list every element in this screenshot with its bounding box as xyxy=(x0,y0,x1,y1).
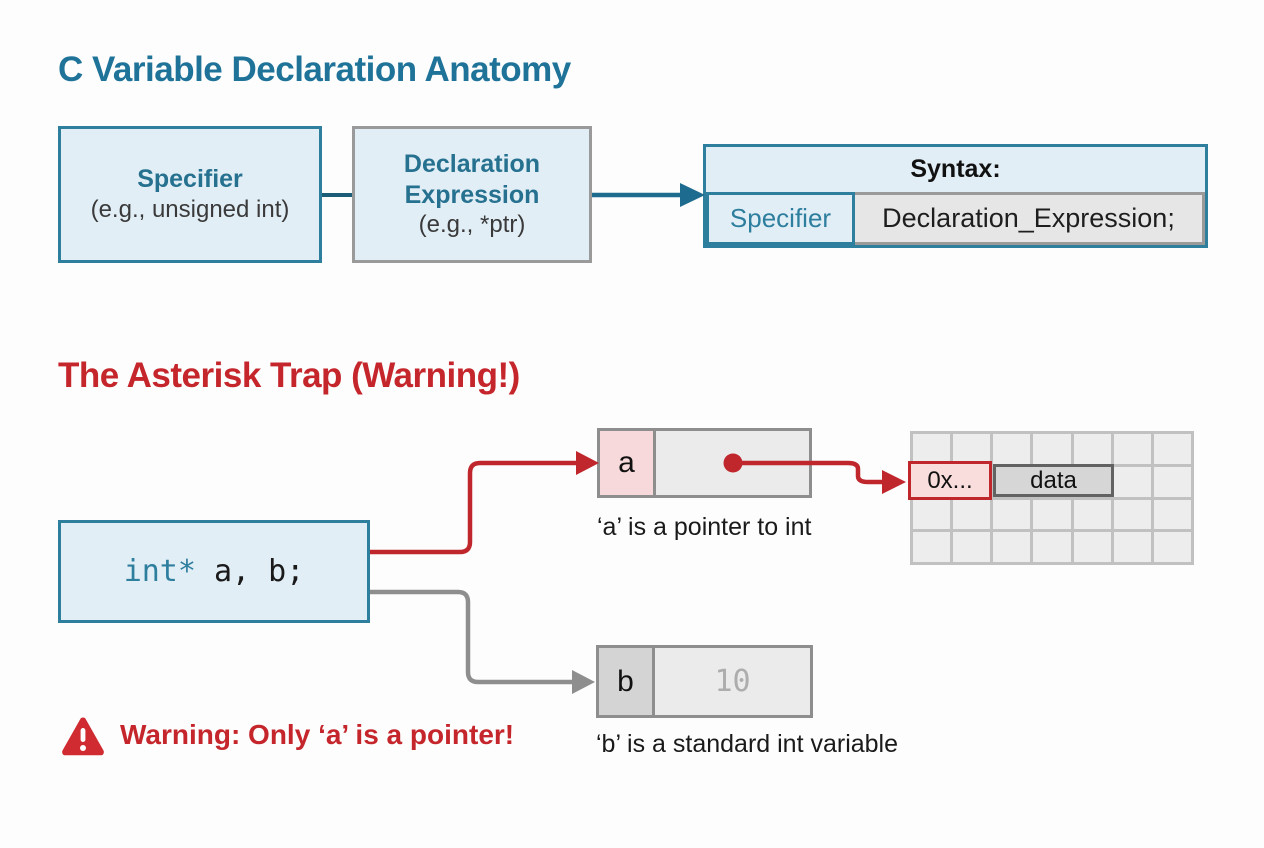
syntax-row: Specifier Declaration_Expression; xyxy=(706,192,1205,245)
syntax-specifier-cell: Specifier xyxy=(706,192,855,245)
code-declaration-box: int* a, b; xyxy=(58,520,370,623)
declaration-box-example: (e.g., *ptr) xyxy=(418,211,526,238)
int-b-caption: ‘b’ is a standard int variable xyxy=(596,730,899,758)
warning-triangle-icon xyxy=(62,717,104,756)
memory-cell xyxy=(1153,499,1191,530)
page-title: C Variable Declaration Anatomy xyxy=(58,50,571,89)
memory-cell xyxy=(913,499,951,530)
memory-cell xyxy=(1073,532,1111,562)
warning-row: Warning: Only ‘a’ is a pointer! xyxy=(60,716,514,758)
memory-cell xyxy=(1073,434,1111,464)
memory-cell xyxy=(1033,499,1071,530)
arrow-to-syntax-head xyxy=(680,183,705,207)
int-b-value: 10 xyxy=(714,664,751,699)
warning-text: Warning: Only ‘a’ is a pointer! xyxy=(120,719,515,750)
memory-cell xyxy=(1033,532,1071,562)
int-b-value-cell: 10 xyxy=(655,648,810,715)
memory-cell xyxy=(993,532,1031,562)
arrow-code-to-b-line xyxy=(370,589,574,685)
memory-cell xyxy=(1033,434,1071,464)
declaration-box-title-line1: Declaration xyxy=(403,150,541,178)
pointer-a-name-cell: a xyxy=(600,431,656,495)
syntax-header: Syntax: xyxy=(910,155,1001,183)
specifier-box-example: (e.g., unsigned int) xyxy=(90,195,290,223)
arrow-code-to-a-head xyxy=(576,451,599,475)
memory-cell xyxy=(1113,532,1151,562)
memory-cell xyxy=(1153,466,1191,497)
syntax-expression-cell: Declaration_Expression; xyxy=(855,192,1205,245)
memory-cell xyxy=(1113,434,1151,464)
memory-cell xyxy=(1153,434,1191,464)
pointer-a-box: a xyxy=(597,428,812,498)
memory-cell xyxy=(953,499,991,530)
arrow-code-to-b-head xyxy=(572,670,595,694)
memory-cell xyxy=(953,532,991,562)
memory-cell xyxy=(1113,466,1151,497)
memory-data-cell: data xyxy=(993,464,1114,497)
int-b-box: b 10 xyxy=(596,645,813,718)
arrow-a-to-memory-head xyxy=(882,470,906,494)
memory-cell xyxy=(1073,499,1111,530)
memory-cell xyxy=(993,434,1031,464)
code-rest: a, b; xyxy=(195,554,305,589)
syntax-box: Syntax: Specifier Declaration_Expression… xyxy=(703,144,1208,248)
pointer-a-caption: ‘a’ is a pointer to int xyxy=(597,513,812,541)
specifier-box-title: Specifier xyxy=(137,165,243,194)
declaration-expression-box: Declaration Expression (e.g., *ptr) xyxy=(352,126,592,263)
memory-address-cell: 0x... xyxy=(908,461,992,500)
specifier-box: Specifier (e.g., unsigned int) xyxy=(58,126,322,263)
arrow-code-to-a-line xyxy=(370,460,578,555)
pointer-a-value-cell xyxy=(656,431,809,495)
memory-cell xyxy=(913,532,951,562)
int-b-name-cell: b xyxy=(599,648,655,715)
memory-cell xyxy=(1113,499,1151,530)
memory-cell xyxy=(953,434,991,464)
memory-cell xyxy=(913,434,951,464)
declaration-box-title-line2: Expression xyxy=(404,180,540,209)
memory-cell xyxy=(1153,532,1191,562)
trap-section-title: The Asterisk Trap (Warning!) xyxy=(58,356,520,395)
code-keyword: int* xyxy=(123,554,196,589)
memory-cell xyxy=(993,499,1031,530)
